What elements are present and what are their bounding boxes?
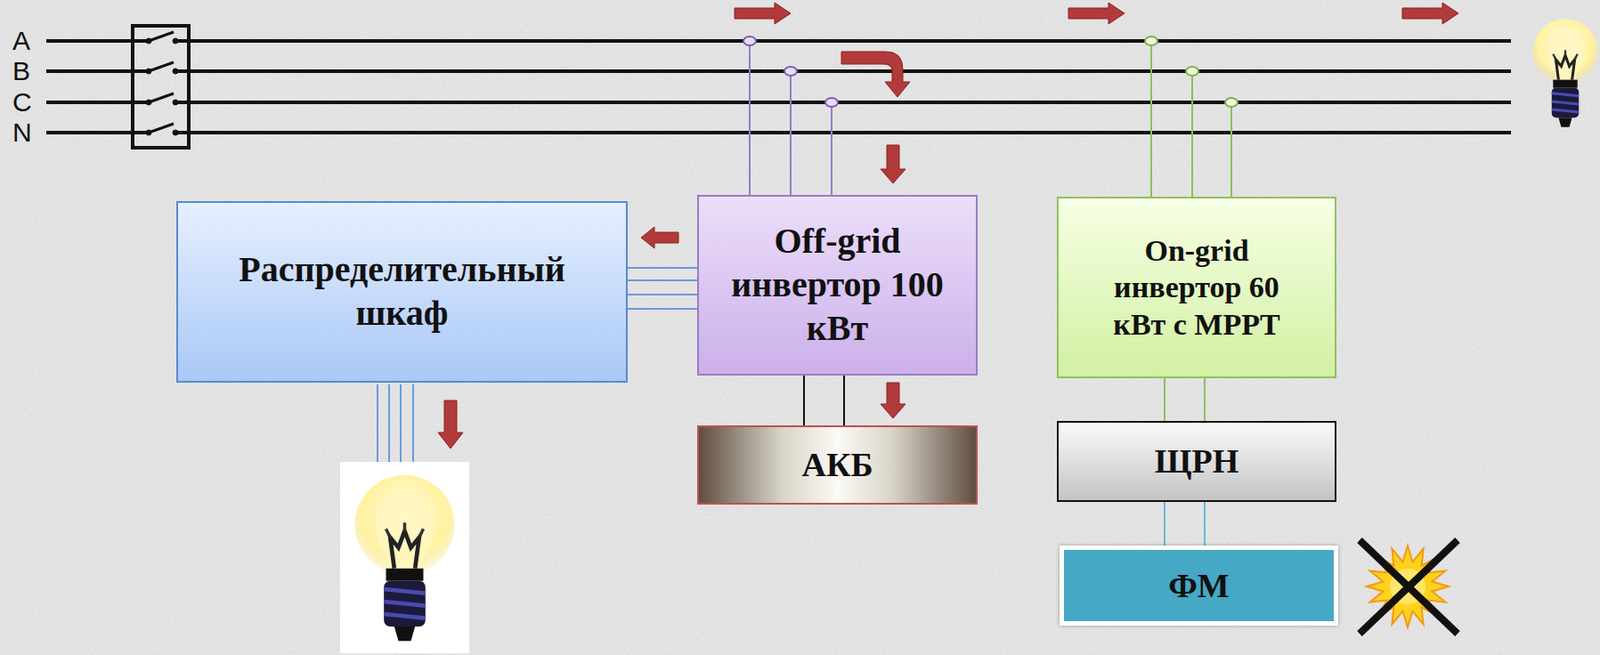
node-text: ФМ: [1168, 565, 1230, 607]
wire-line: [627, 267, 698, 269]
sun-crossed: [1359, 540, 1458, 634]
lamp-icon: [1533, 18, 1599, 128]
lamp-load-lines: [377, 384, 414, 463]
wire-line: [627, 279, 698, 282]
wire-line: [1163, 378, 1166, 422]
wire-connector: [627, 268, 698, 309]
wire-connector: [1164, 502, 1205, 546]
phase-label: N: [12, 119, 33, 147]
node-text: АКБ: [801, 444, 873, 486]
node-text: ЩРН: [1154, 440, 1240, 482]
phase-label: B: [12, 57, 31, 85]
panel-box: ЩРН: [1056, 421, 1337, 503]
wire-line: [803, 375, 805, 426]
phase-label: C: [12, 89, 33, 116]
node-text: On-grid инвертор 60 кВт с MPPT: [1098, 232, 1295, 343]
offgrid-taps: [743, 36, 838, 195]
wire-line: [627, 293, 698, 296]
battery-box: АКБ: [697, 425, 978, 505]
solar-module-box: ФМ: [1059, 545, 1339, 626]
node-text: Распределительный шкаф: [193, 248, 612, 336]
wire-line: [1203, 378, 1206, 422]
circuit-breaker: [132, 25, 189, 148]
phase-label: A: [12, 27, 31, 55]
wire-line: [1163, 502, 1166, 546]
lamp-icon: [355, 475, 455, 642]
inverter-box: On-grid инвертор 60 кВт с MPPT: [1056, 196, 1337, 379]
node-text: Off-grid инвертор 100 кВт: [708, 219, 967, 350]
ongrid-taps: [1145, 36, 1238, 197]
wire-line: [1203, 502, 1206, 546]
wire-line: [627, 308, 698, 310]
inverter-box: Off-grid инвертор 100 кВт: [697, 194, 978, 376]
lamp-backdrop: [340, 462, 470, 654]
bus-lines: [46, 40, 1511, 133]
wire-connector: [1164, 378, 1205, 422]
wire-line: [843, 375, 845, 426]
cabinet-box: Распределительный шкаф: [176, 201, 628, 383]
wire-connector: [804, 375, 845, 426]
